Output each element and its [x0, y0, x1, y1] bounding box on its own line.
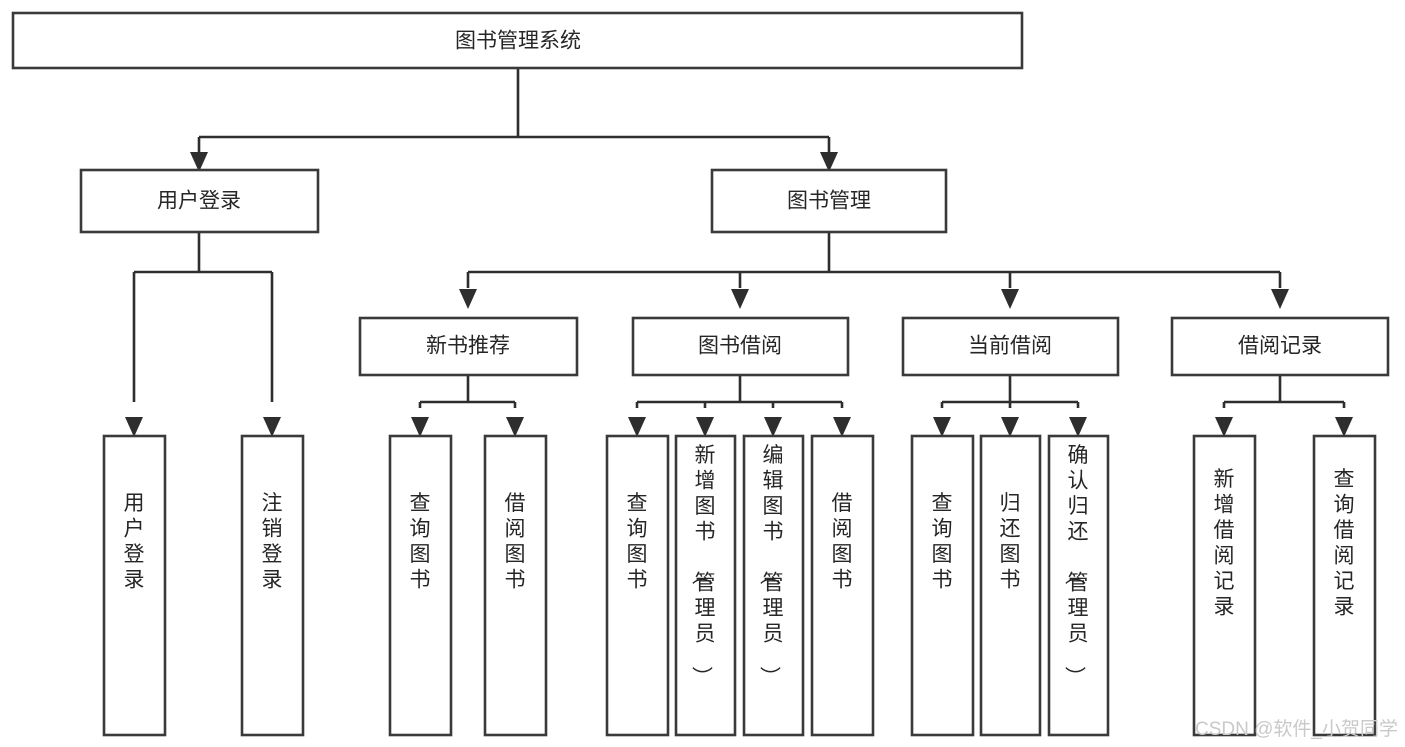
arrow-to-leaf-add-record: [1215, 417, 1233, 437]
arrow-to-current-borrow: [1001, 289, 1019, 309]
leaf-borrow-book-1-box[interactable]: [483, 434, 548, 737]
connector-layer: [125, 68, 1353, 437]
arrow-to-borrow-record: [1271, 289, 1289, 309]
leaf-query-book-2-box[interactable]: [605, 434, 670, 737]
arrow-to-leaf-user-login: [125, 417, 143, 437]
node-user-login[interactable]: 用户登录: [79, 168, 320, 234]
leaf-query-book-1[interactable]: 查询图书: [388, 434, 453, 737]
arrow-to-leaf-borrow-book-1: [506, 417, 524, 437]
leaf-return-book[interactable]: 归还图书: [979, 434, 1042, 737]
arrow-to-leaf-add-book: [696, 417, 714, 437]
node-user-login-label: 用户登录: [157, 190, 241, 213]
arrow-to-leaf-edit-book: [764, 417, 782, 437]
leaf-edit-book-box[interactable]: [742, 434, 805, 737]
leaf-return-book-box[interactable]: [979, 434, 1042, 737]
arrow-to-book-borrow: [731, 289, 749, 309]
leaf-query-record-label: 查询借阅记录: [1334, 468, 1355, 619]
node-current-borrow-box[interactable]: [901, 316, 1120, 377]
node-borrow-record-box[interactable]: [1170, 316, 1390, 377]
leaf-return-book-label: 归还图书: [1000, 492, 1021, 592]
node-current-borrow-label: 当前借阅: [968, 335, 1052, 358]
leaf-add-record-box[interactable]: [1192, 434, 1257, 737]
leaf-borrow-book-2-label: 借阅图书: [832, 492, 853, 592]
node-book-manage-label: 图书管理: [787, 190, 871, 213]
arrow-to-leaf-query-book-2: [628, 417, 646, 437]
node-root[interactable]: 图书管理系统: [11, 11, 1024, 70]
leaf-query-book-3-label: 查询图书: [932, 492, 953, 592]
node-root-label: 图书管理系统: [455, 30, 581, 53]
node-user-login-box[interactable]: [79, 168, 320, 234]
leaf-confirm-return[interactable]: 确认归还（管理员）: [1047, 434, 1110, 737]
leaf-confirm-return-box[interactable]: [1047, 434, 1110, 737]
leaf-query-record[interactable]: 查询借阅记录: [1312, 434, 1377, 737]
arrow-to-leaf-query-book-1: [411, 417, 429, 437]
node-borrow-record[interactable]: 借阅记录: [1170, 316, 1390, 377]
leaf-query-book-2[interactable]: 查询图书: [605, 434, 670, 737]
leaf-add-record[interactable]: 新增借阅记录: [1192, 434, 1257, 737]
leaf-query-book-3[interactable]: 查询图书: [910, 434, 975, 737]
watermark-label: CSDN @软件_小贺同学: [1195, 718, 1398, 740]
node-book-borrow-box[interactable]: [631, 316, 850, 377]
leaf-borrow-book-1[interactable]: 借阅图书: [483, 434, 548, 737]
leaf-query-book-3-box[interactable]: [910, 434, 975, 737]
leaf-user-logout-box[interactable]: [240, 434, 305, 737]
leaf-user-login-box[interactable]: [102, 434, 167, 737]
arrow-to-leaf-return-book: [1001, 417, 1019, 437]
node-book-borrow-label: 图书借阅: [698, 335, 782, 358]
leaf-query-book-1-box[interactable]: [388, 434, 453, 737]
node-new-book-recommend-label: 新书推荐: [426, 335, 510, 358]
node-new-book-recommend-box[interactable]: [358, 316, 579, 377]
leaf-user-logout[interactable]: 注销登录: [240, 434, 305, 737]
leaf-user-login[interactable]: 用户登录: [102, 434, 167, 737]
arrow-to-leaf-confirm-return: [1069, 417, 1087, 437]
leaf-query-book-2-label: 查询图书: [627, 492, 648, 592]
leaf-borrow-book-1-label: 借阅图书: [505, 492, 526, 592]
arrow-to-leaf-query-book-3: [933, 417, 951, 437]
arrow-to-leaf-user-logout: [263, 417, 281, 437]
leaf-edit-book-label: 编辑图书（管理员）: [758, 444, 784, 687]
node-book-manage[interactable]: 图书管理: [710, 168, 948, 234]
leaf-borrow-book-2-box[interactable]: [810, 434, 875, 737]
node-borrow-record-label: 借阅记录: [1238, 335, 1322, 358]
arrow-to-new-book-recommend: [459, 289, 477, 309]
leaf-query-book-1-label: 查询图书: [410, 492, 431, 592]
leaf-borrow-book-2[interactable]: 借阅图书: [810, 434, 875, 737]
leaf-query-record-box[interactable]: [1312, 434, 1377, 737]
leaf-add-record-label: 新增借阅记录: [1214, 468, 1235, 619]
node-current-borrow[interactable]: 当前借阅: [901, 316, 1120, 377]
node-book-manage-box[interactable]: [710, 168, 948, 234]
arrow-to-leaf-query-record: [1335, 417, 1353, 437]
leaf-add-book-label: 新增图书（管理员）: [690, 444, 716, 687]
leaf-user-logout-label: 注销登录: [262, 492, 283, 592]
node-new-book-recommend[interactable]: 新书推荐: [358, 316, 579, 377]
node-book-borrow[interactable]: 图书借阅: [631, 316, 850, 377]
leaf-user-login-label: 用户登录: [124, 492, 145, 592]
arrow-to-leaf-borrow-book-2: [833, 417, 851, 437]
leaf-add-book[interactable]: 新增图书（管理员）: [674, 434, 737, 737]
leaf-add-book-box[interactable]: [674, 434, 737, 737]
node-root-box[interactable]: [11, 11, 1024, 70]
leaf-edit-book[interactable]: 编辑图书（管理员）: [742, 434, 805, 737]
leaf-confirm-return-label: 确认归还（管理员）: [1063, 444, 1089, 687]
